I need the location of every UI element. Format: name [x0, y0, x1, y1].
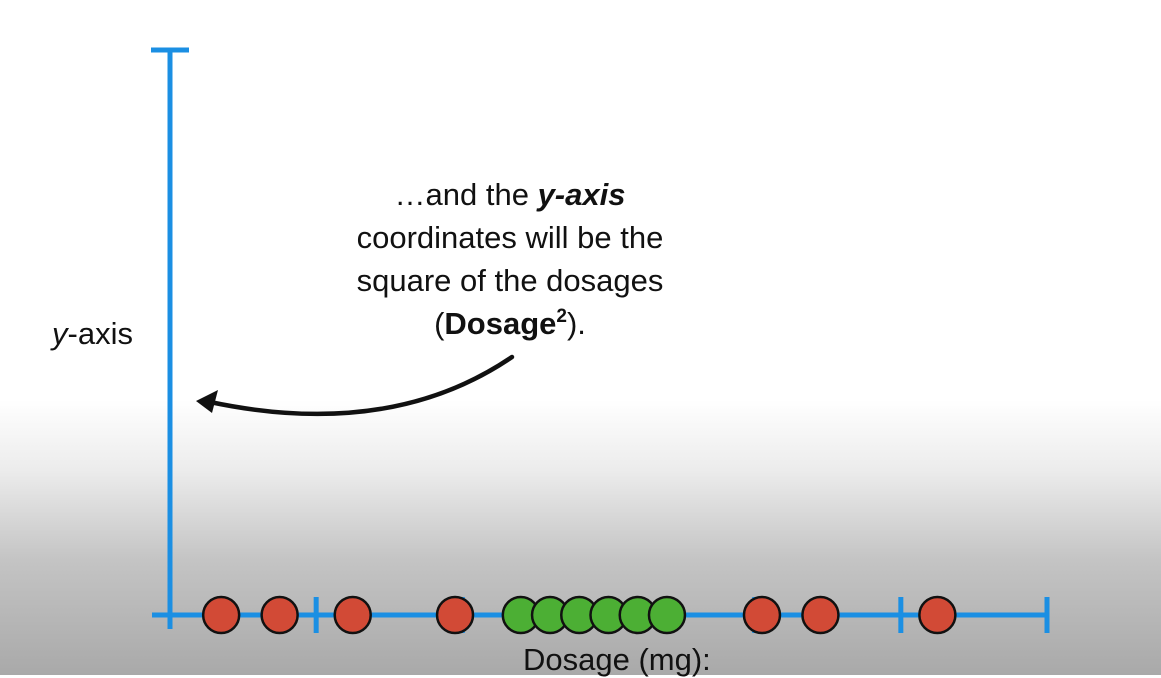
red-data-point	[918, 595, 957, 635]
caption-emphasis: Dosage	[444, 306, 557, 341]
caption-text: ).	[566, 306, 586, 341]
caption-line-2: coordinates will be the	[356, 220, 664, 255]
caption-text: (	[434, 306, 445, 341]
y-axis-label: y-axis	[52, 316, 133, 352]
red-data-point	[801, 595, 840, 635]
caption-text: …and the	[394, 177, 538, 212]
caption-line-4: (Dosage2).	[300, 302, 720, 345]
green-data-point	[647, 595, 687, 635]
y-axis-label-rest: -axis	[67, 316, 133, 351]
red-data-point	[201, 595, 241, 635]
y-axis-label-italic: y	[52, 316, 68, 351]
caption-line-1: …and the y-axis	[300, 173, 720, 216]
red-data-point	[260, 595, 299, 635]
caption-emphasis: y-axis	[537, 177, 626, 212]
caption-superscript: 2	[556, 306, 567, 327]
x-axis-label: Dosage (mg):	[523, 642, 711, 677]
red-data-point	[435, 595, 475, 635]
red-data-point	[333, 595, 372, 635]
annotation-caption: …and the y-axis coordinates will be the …	[300, 173, 720, 345]
red-data-point	[742, 595, 782, 635]
caption-line-3: square of the dosages	[356, 263, 664, 298]
data-points	[201, 595, 957, 635]
curved-arrow-icon	[196, 354, 515, 417]
